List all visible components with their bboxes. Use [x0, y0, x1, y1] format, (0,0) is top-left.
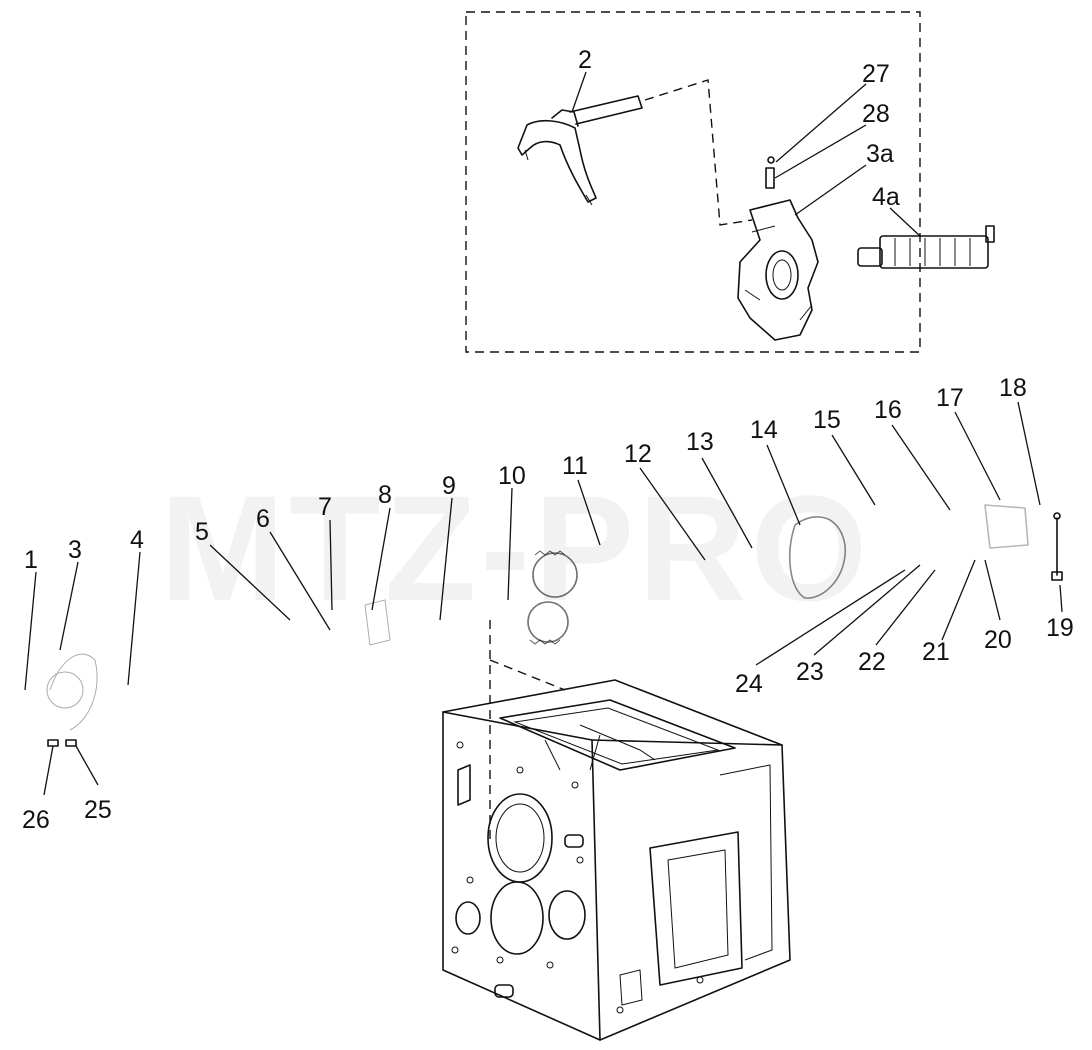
callout-23: 23 [796, 658, 824, 686]
callout-8: 8 [378, 481, 392, 509]
callout-7: 7 [318, 493, 332, 521]
callout-9: 9 [442, 472, 456, 500]
connector-dash-top [644, 79, 753, 226]
callout-3a: 3a [866, 140, 894, 168]
callout-labels: 1 2 3 3a 4 4a 5 6 7 8 9 10 11 12 13 14 1… [22, 46, 1074, 834]
callout-24: 24 [735, 670, 763, 698]
callout-6: 6 [256, 505, 270, 533]
callout-27: 27 [862, 60, 890, 88]
watermark: MTZ-PRO [160, 464, 871, 632]
callout-28: 28 [862, 100, 890, 128]
leader-lines [24, 71, 1063, 796]
callout-12: 12 [624, 440, 652, 468]
callout-25: 25 [84, 796, 112, 824]
gearbox-housing-part [442, 679, 791, 1041]
small-pins-part [47, 739, 77, 747]
callout-18: 18 [999, 374, 1027, 402]
connector-dash-bottom [489, 620, 566, 845]
shift-fork-part [517, 95, 643, 206]
callout-26: 26 [22, 806, 50, 834]
gear-parts-group [527, 504, 1029, 645]
callout-14: 14 [750, 416, 778, 444]
callout-17: 17 [936, 384, 964, 412]
callout-5: 5 [195, 518, 209, 546]
callout-16: 16 [874, 396, 902, 424]
callout-15: 15 [813, 406, 841, 434]
callout-1: 1 [24, 546, 38, 574]
callout-4: 4 [130, 526, 144, 554]
callout-20: 20 [984, 626, 1012, 654]
callout-22: 22 [858, 648, 886, 676]
bolt-part [1051, 512, 1063, 581]
callout-11: 11 [562, 452, 588, 480]
callout-19: 19 [1046, 614, 1074, 642]
callout-4a: 4a [872, 183, 900, 211]
detail-box [465, 11, 921, 353]
faint-parts-row [46, 599, 391, 731]
callout-3: 3 [68, 536, 82, 564]
callout-2: 2 [578, 46, 592, 74]
callout-10: 10 [498, 462, 526, 490]
shift-housing-part [737, 156, 819, 341]
callout-21: 21 [922, 638, 950, 666]
splined-shaft-part [857, 225, 995, 269]
callout-13: 13 [686, 428, 714, 456]
